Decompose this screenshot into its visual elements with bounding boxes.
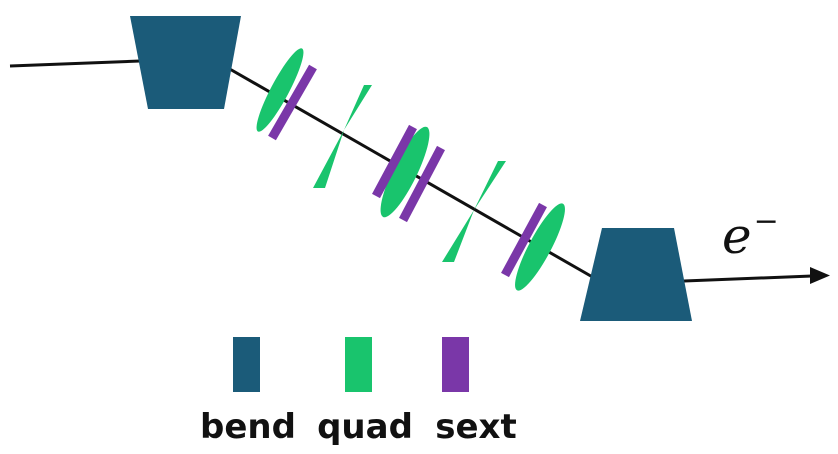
legend-swatch-bend [233, 337, 260, 392]
quad-defocusing-1 [313, 85, 372, 188]
bend-magnets [130, 16, 692, 321]
quad-focusing-2 [380, 126, 430, 218]
sext-1 [268, 64, 317, 141]
legend: bend quad sext [200, 337, 517, 447]
quadrupole-magnets [256, 48, 565, 291]
sext-4 [501, 202, 547, 278]
sext-3 [399, 145, 445, 223]
sext-2 [372, 124, 417, 199]
legend-swatch-quad [345, 337, 372, 392]
beam-line-outgoing [683, 274, 813, 283]
legend-label-bend: bend [200, 407, 296, 447]
quad-focusing-1 [256, 48, 304, 132]
legend-swatch-sext [442, 337, 469, 392]
sextupole-magnets [268, 64, 547, 278]
beam-path [9, 59, 830, 284]
beam-arrowhead-icon [810, 267, 830, 284]
bend-magnet-1 [130, 16, 241, 109]
legend-label-sext: sext [435, 407, 516, 447]
quad-focusing-3 [515, 203, 565, 291]
bend-magnet-2 [580, 228, 692, 321]
legend-label-quad: quad [317, 407, 413, 447]
beam-particle-label: e− [722, 204, 779, 265]
quad-defocusing-2 [442, 161, 506, 262]
beam-line-incoming [9, 59, 141, 68]
